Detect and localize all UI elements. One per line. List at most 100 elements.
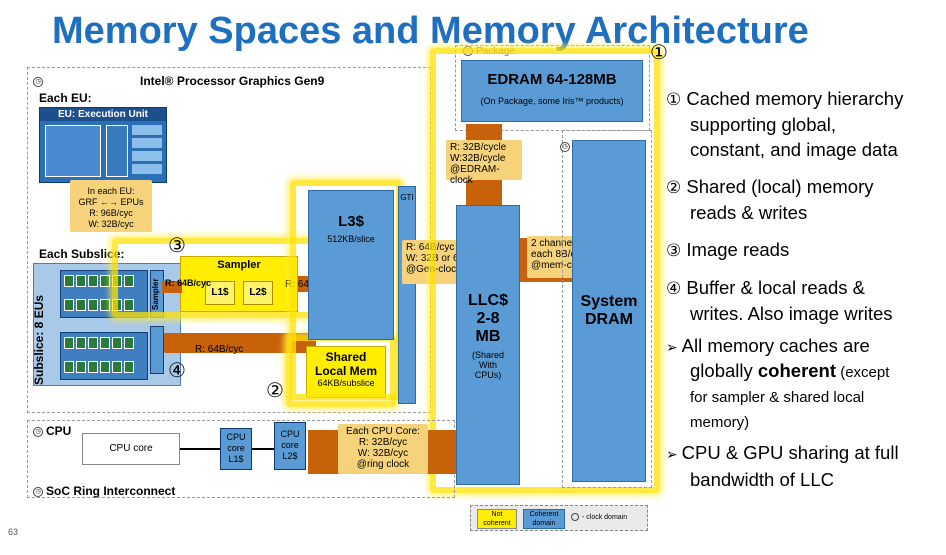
soc-label-text: SoC Ring Interconnect xyxy=(46,484,176,498)
marker-4: ④ xyxy=(168,360,186,382)
cpu-core-box: CPU core xyxy=(82,433,180,465)
bullet-num: ③ xyxy=(666,241,682,260)
eu-slot xyxy=(124,337,134,349)
edram-sub: (On Package, some Iris™ products) xyxy=(480,96,624,106)
bullet-text: All memory caches are xyxy=(681,335,870,356)
sampler-block: Sampler L1$ L2$ xyxy=(180,256,298,312)
bullet-text: (except xyxy=(836,364,890,381)
eu-slot xyxy=(112,337,122,349)
l1-label: L1$ xyxy=(211,287,229,298)
each-subslice-label: Each Subslice: xyxy=(39,247,125,261)
slm-size: 64KB/subslice xyxy=(317,378,375,388)
gpu-label: Intel® Processor Graphics Gen9 xyxy=(140,74,325,88)
llc-sub: (Shared xyxy=(471,350,505,360)
bullet-6: ➢ CPU & GPU sharing at full bandwidth of… xyxy=(666,440,944,492)
gti-block: GTI xyxy=(398,186,416,404)
eu-slot xyxy=(76,361,86,373)
legend-not-coherent: Not coherent xyxy=(477,509,517,529)
llc-title: LLC$ xyxy=(468,292,508,309)
eu-note-line: W: 32B/cyc xyxy=(88,219,134,229)
eu-slot xyxy=(88,275,98,287)
edram-rate-box: R: 32B/cycle W:32B/cycle @EDRAM-clock xyxy=(446,140,522,186)
eu-slot xyxy=(124,299,134,311)
bullet-bold: coherent xyxy=(757,360,837,381)
eu-note-line: In each EU: xyxy=(87,186,135,196)
bullet-num: ④ xyxy=(666,279,682,298)
bullet-text: reads & writes xyxy=(690,202,808,223)
eu-slot xyxy=(64,337,74,349)
eu-slot xyxy=(76,275,86,287)
gti-label: GTI xyxy=(400,193,414,202)
eu-note-line: R: 96B/cyc xyxy=(89,208,133,218)
bullet-text: Buffer & local reads & xyxy=(686,277,865,298)
legend-c-line: Coherent xyxy=(529,511,559,518)
eu-slot xyxy=(88,361,98,373)
eu-internals-2 xyxy=(106,125,128,177)
cpu-rate-line: Each CPU Core: xyxy=(346,426,420,437)
bullet-1: ① Cached memory hierarchy supporting glo… xyxy=(666,86,944,162)
eu-slot xyxy=(100,361,110,373)
arrow-bullet-icon: ➢ xyxy=(666,339,682,355)
cpu-connector-1 xyxy=(180,448,220,450)
edram-title: EDRAM 64-128MB xyxy=(487,71,617,88)
soc-label: ◷SoC Ring Interconnect xyxy=(33,484,175,498)
legend-clock-label: - clock domain xyxy=(582,513,628,521)
cpu-l1-line: L1$ xyxy=(228,454,244,464)
cpu-l2-line: core xyxy=(281,440,299,450)
eu-note-box: In each EU: GRF ←→ EPUs R: 96B/cyc W: 32… xyxy=(70,180,152,232)
slm-title: Shared xyxy=(325,350,367,364)
legend-nc-line: coherent xyxy=(483,520,511,527)
eu-slot xyxy=(76,299,86,311)
bullet-4: ④ Buffer & local reads & writes. Also im… xyxy=(666,275,944,326)
dram-title-2: DRAM xyxy=(585,311,633,328)
bullet-text: bandwidth of LLC xyxy=(690,469,834,490)
bullet-5: ➢ All memory caches are globally coheren… xyxy=(666,334,944,434)
cpu-rate-line: @ring clock xyxy=(356,459,410,470)
subslice-label-text: Subslice: 8 EUs xyxy=(32,294,46,385)
bullet-text: memory) xyxy=(690,414,750,431)
bullet-text: Image reads xyxy=(686,239,790,260)
bullet-text: Shared (local) memory xyxy=(686,176,874,197)
mem-rate-line: 2 channels: xyxy=(531,238,583,249)
edram-block: EDRAM 64-128MB (On Package, some Iris™ p… xyxy=(461,60,643,122)
eu-note-line: GRF ←→ EPUs xyxy=(78,197,144,207)
cpu-connector-2 xyxy=(252,448,274,450)
bullet-text: writes. Also image writes xyxy=(690,303,893,324)
cpu-label-text: CPU xyxy=(46,424,72,438)
cpu-l1-box: CPU core L1$ xyxy=(220,428,252,470)
legend: Not coherent Coherent domain - clock dom… xyxy=(470,505,648,531)
eu-title: EU: Execution Unit xyxy=(40,108,166,121)
l1-box: L1$ xyxy=(205,281,235,305)
dataport-bar xyxy=(150,326,164,374)
bullet-num: ① xyxy=(666,90,682,109)
cpu-l2-line: CPU xyxy=(280,429,300,439)
cpu-label: ◷CPU xyxy=(33,424,71,438)
eu-slot xyxy=(88,299,98,311)
eu-grid-bottom xyxy=(60,332,148,380)
cpu-rate-box: Each CPU Core: R: 32B/cyc W: 32B/cyc @ri… xyxy=(338,424,428,474)
bullet-text: Cached memory hierarchy xyxy=(686,88,904,109)
mem-rate-line: @mem-clock xyxy=(531,260,590,271)
legend-coherent: Coherent domain xyxy=(523,509,565,529)
l3-size: 512KB/slice xyxy=(327,234,375,244)
cpu-rate-line: W: 32B/cyc xyxy=(357,448,409,459)
legend-c-line: domain xyxy=(532,520,556,527)
eu-slot xyxy=(64,275,74,287)
cpu-rate-line: R: 32B/cyc xyxy=(358,437,408,448)
marker-3: ③ xyxy=(168,235,186,257)
eu-internals xyxy=(45,125,101,177)
l3-block: L3$ 512KB/slice xyxy=(308,190,394,340)
slide-number: 63 xyxy=(8,527,19,537)
dram-clock-icon: ◷ xyxy=(560,138,573,156)
edram-rate-line: R: 32B/cycle xyxy=(450,142,507,153)
l2-label: L2$ xyxy=(249,287,267,298)
sampler-rate: R: 64B/cyc xyxy=(165,278,212,288)
eu-slot xyxy=(100,337,110,349)
dram-region xyxy=(562,130,652,488)
slm-title-2: Local Mem xyxy=(314,364,377,378)
cpu-l1-line: core xyxy=(227,443,245,453)
eu-slot xyxy=(100,275,110,287)
eu-slot xyxy=(76,337,86,349)
llc-sub-2: With xyxy=(479,360,497,370)
bullet-text: for sampler & shared local xyxy=(690,389,865,406)
